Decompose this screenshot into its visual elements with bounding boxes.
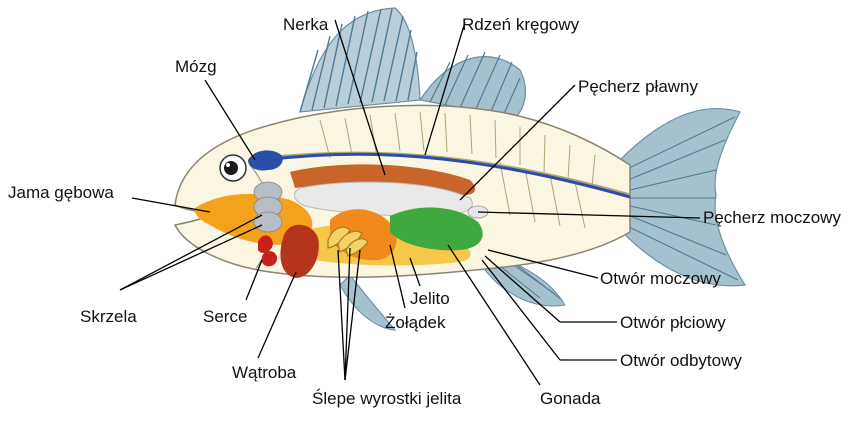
caudal-fin [620, 109, 745, 286]
label-gonada: Gonada [540, 389, 601, 408]
label-jelito: Jelito [410, 289, 450, 308]
label-pecherz-plawny: Pęcherz pławny [578, 77, 699, 96]
label-otwor-plciowy: Otwór płciowy [620, 313, 726, 332]
label-slepe-wyrostki-jelita: Ślepe wyrostki jelita [312, 389, 462, 408]
label-serce: Serce [203, 307, 247, 326]
label-otwor-odbytowy: Otwór odbytowy [620, 351, 742, 370]
label-jama-gebowa: Jama gębowa [8, 183, 114, 202]
label-zoladek: Żołądek [385, 313, 446, 332]
label-nerka: Nerka [283, 15, 329, 34]
label-skrzela: Skrzela [80, 307, 137, 326]
label-watroba: Wątroba [232, 363, 297, 382]
label-pecherz-moczowy: Pęcherz moczowy [703, 208, 841, 227]
eye [220, 155, 246, 181]
label-otwor-moczowy: Otwór moczowy [600, 269, 721, 288]
label-mozg: Mózg [175, 57, 217, 76]
gills [254, 182, 282, 232]
label-rdzen-kregowy: Rdzeń kręgowy [462, 15, 580, 34]
